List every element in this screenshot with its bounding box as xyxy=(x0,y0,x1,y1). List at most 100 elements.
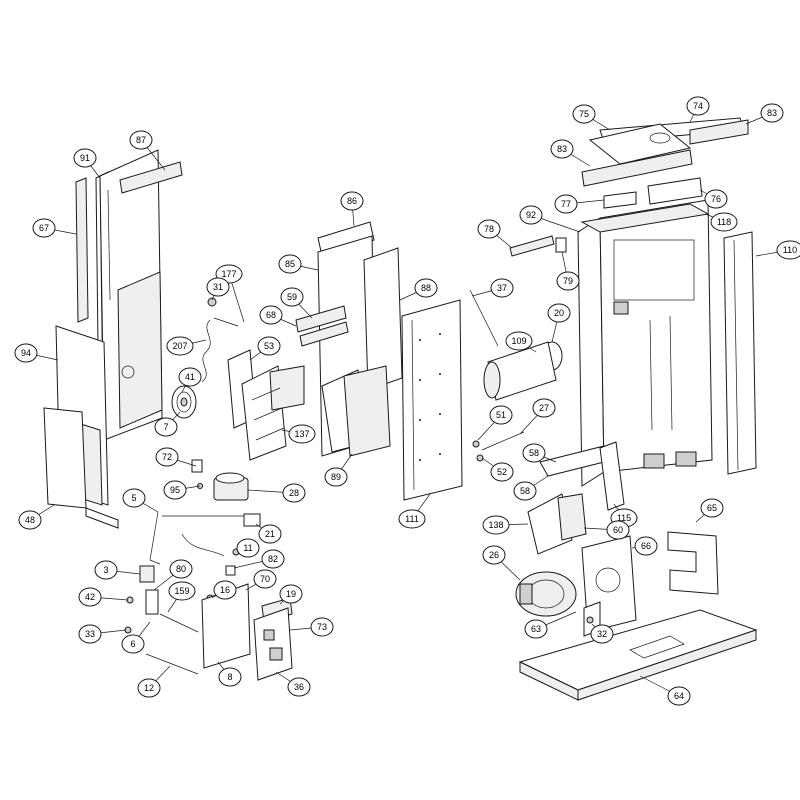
callout-58: 58 xyxy=(522,443,546,463)
callout-number: 68 xyxy=(266,310,276,320)
callout-oval xyxy=(154,417,178,437)
callout-number: 74 xyxy=(693,101,703,111)
callout-oval xyxy=(137,678,161,698)
part-72-plate xyxy=(191,459,203,473)
callout-number: 66 xyxy=(641,541,651,551)
callout-oval xyxy=(477,219,501,239)
motor-fan-assembly xyxy=(171,297,305,501)
callout-number: 58 xyxy=(520,486,530,496)
callout-87: 87 xyxy=(129,130,153,150)
callout-number: 63 xyxy=(531,624,541,634)
center-panels xyxy=(295,221,463,501)
callout-number: 48 xyxy=(25,515,35,525)
callout-110: 110 xyxy=(776,240,800,260)
callout-oval xyxy=(572,104,596,124)
callout-number: 159 xyxy=(174,586,189,596)
part-137-bracket xyxy=(269,365,305,411)
callout-number: 79 xyxy=(563,276,573,286)
callout-number: 94 xyxy=(21,348,31,358)
part-76-plate xyxy=(647,177,703,205)
callout-oval xyxy=(519,205,543,225)
callout-oval xyxy=(532,398,556,418)
part-77-block xyxy=(603,191,637,209)
callout-number: 89 xyxy=(331,472,341,482)
callout-number: 31 xyxy=(213,282,223,292)
callout-oval xyxy=(282,483,306,503)
callout-number: 5 xyxy=(131,493,136,503)
callout-number: 118 xyxy=(717,217,731,227)
part-88-panel xyxy=(363,247,403,391)
callout-12: 12 xyxy=(137,678,161,698)
part-118-body-front xyxy=(599,199,713,473)
callout-number: 64 xyxy=(674,691,684,701)
callout-oval xyxy=(634,536,658,556)
callout-oval xyxy=(324,467,348,487)
callout-oval xyxy=(78,587,102,607)
callout-oval xyxy=(760,103,784,123)
callout-64: 64 xyxy=(667,686,691,706)
electrical-components xyxy=(124,511,293,681)
callout-number: 137 xyxy=(294,429,309,439)
callout-number: 115 xyxy=(617,513,631,523)
callout-16: 16 xyxy=(213,580,237,600)
callout-oval xyxy=(213,580,237,600)
callout-number: 36 xyxy=(294,682,304,692)
callout-number: 82 xyxy=(268,554,278,564)
callout-number: 32 xyxy=(597,629,607,639)
callout-59: 59 xyxy=(280,287,304,307)
part-51-nut xyxy=(472,440,480,448)
callout-3: 3 xyxy=(94,560,118,580)
callout-73: 73 xyxy=(310,617,334,637)
callout-oval xyxy=(704,189,728,209)
callout-number: 73 xyxy=(317,622,327,632)
part-89-deflector-b xyxy=(343,365,391,457)
callout-58: 58 xyxy=(513,481,537,501)
callout-number: 8 xyxy=(227,672,232,682)
callout-52: 52 xyxy=(490,462,514,482)
callout-number: 28 xyxy=(289,488,299,498)
callout-number: 207 xyxy=(172,341,187,351)
callout-19: 19 xyxy=(279,584,303,604)
leader-lines xyxy=(25,105,791,697)
callout-number: 78 xyxy=(484,224,494,234)
callout-oval xyxy=(287,677,311,697)
callout-82: 82 xyxy=(261,549,285,569)
part-12-rod xyxy=(145,653,199,675)
callout-number: 85 xyxy=(285,259,295,269)
callout-89: 89 xyxy=(324,467,348,487)
callout-68: 68 xyxy=(259,305,283,325)
callout-33: 33 xyxy=(78,624,102,644)
callout-53: 53 xyxy=(257,336,281,356)
part-60-plate xyxy=(557,493,587,541)
callout-oval xyxy=(288,424,316,444)
callout-207: 207 xyxy=(166,336,194,356)
callout-oval xyxy=(505,331,533,351)
callout-oval xyxy=(259,305,283,325)
callout-number: 53 xyxy=(264,341,274,351)
callout-66: 66 xyxy=(634,536,658,556)
callout-41: 41 xyxy=(178,367,202,387)
callout-number: 77 xyxy=(561,199,571,209)
callout-77: 77 xyxy=(554,194,578,214)
callout-86: 86 xyxy=(340,191,364,211)
callout-8: 8 xyxy=(218,667,242,687)
part-110-side-panel xyxy=(723,231,757,475)
part-78-bracket xyxy=(509,235,555,257)
callout-118: 118 xyxy=(710,212,738,232)
callout-number: 6 xyxy=(130,639,135,649)
callout-oval xyxy=(490,462,514,482)
callout-number: 33 xyxy=(85,629,95,639)
callout-11: 11 xyxy=(236,538,260,558)
part-32-screw xyxy=(586,616,594,624)
callout-36: 36 xyxy=(287,677,311,697)
callout-111: 111 xyxy=(398,509,426,529)
part-67-strip xyxy=(75,177,89,323)
callout-67: 67 xyxy=(32,218,56,238)
callout-number: 111 xyxy=(405,514,419,524)
callout-number: 59 xyxy=(287,292,297,302)
callout-oval xyxy=(550,139,574,159)
part-3-switch xyxy=(139,565,155,583)
callout-oval xyxy=(710,212,738,232)
callout-oval xyxy=(340,191,364,211)
